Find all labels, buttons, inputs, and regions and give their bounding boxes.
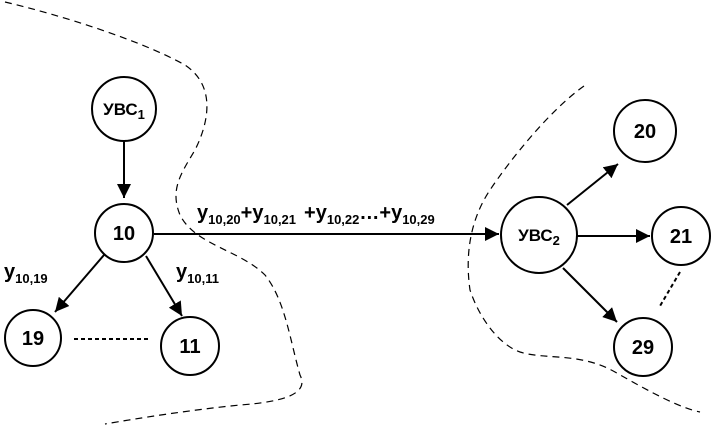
svg-text:10: 10 — [113, 223, 135, 245]
svg-text:21: 21 — [670, 226, 692, 248]
svg-text:УВС1: УВС1 — [103, 100, 145, 122]
dotted-line-21-29 — [659, 271, 681, 307]
svg-text:20: 20 — [634, 121, 656, 143]
left-region-boundary — [4, 1, 303, 425]
edge-10-11 — [145, 255, 183, 317]
edge-label-10-11: y10,11 — [176, 261, 219, 286]
edge-uvs2-20 — [566, 163, 619, 206]
node-20: 20 — [613, 99, 677, 163]
edge-uvs2-29 — [562, 267, 618, 323]
svg-text:29: 29 — [632, 337, 654, 359]
node-11: 11 — [160, 316, 220, 376]
edge-label-sum: y10,20+y10,21+y10,22…+y10,29 — [197, 202, 435, 227]
svg-text:19: 19 — [22, 328, 44, 350]
node-uvs1: УВС1 — [91, 76, 157, 142]
edge-label-10-19: y10,19 — [4, 261, 48, 286]
node-19: 19 — [4, 309, 62, 367]
node-29: 29 — [613, 317, 673, 377]
svg-text:УВС2: УВС2 — [518, 226, 560, 248]
edge-10-19 — [54, 254, 105, 313]
right-region-boundary — [467, 85, 701, 413]
node-21: 21 — [651, 206, 711, 266]
node-uvs2: УВС2 — [500, 196, 578, 274]
svg-text:11: 11 — [179, 336, 200, 358]
node-10: 10 — [94, 203, 154, 263]
